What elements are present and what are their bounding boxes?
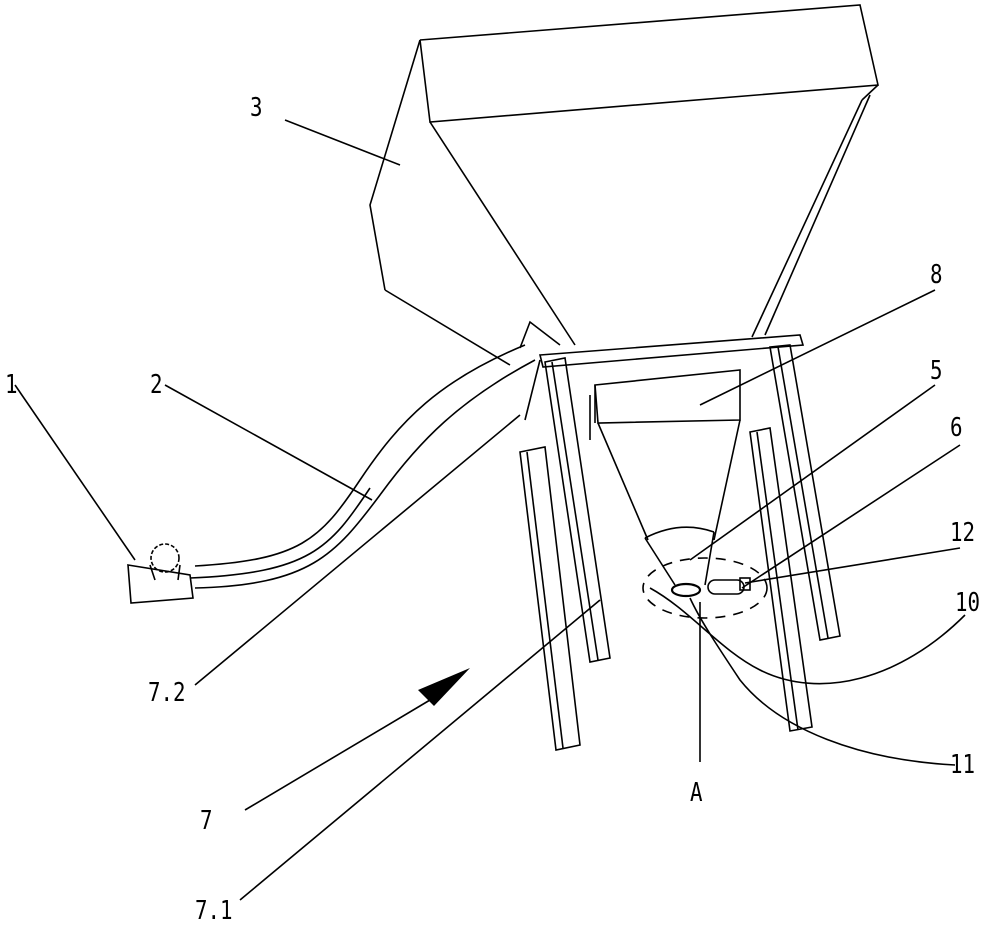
- label-5: 5: [930, 358, 943, 384]
- hopper: [370, 5, 878, 365]
- motor: [128, 544, 193, 603]
- label-A: A: [690, 780, 703, 806]
- label-7-1: 7.1: [195, 898, 233, 924]
- leader-lines: [15, 120, 965, 900]
- label-7: 7: [200, 808, 213, 834]
- label-1: 1: [5, 372, 18, 398]
- label-10: 10: [955, 590, 980, 616]
- label-7-2: 7.2: [148, 680, 186, 706]
- detail-a-circle: [643, 558, 767, 618]
- label-8: 8: [930, 262, 943, 288]
- label-11: 11: [950, 752, 975, 778]
- label-2: 2: [150, 372, 163, 398]
- label-12: 12: [950, 520, 975, 546]
- frame: [520, 335, 840, 750]
- label-6: 6: [950, 415, 963, 441]
- label-3: 3: [250, 95, 263, 121]
- bin-and-cone: [590, 370, 750, 596]
- feed-pipe: [190, 345, 535, 588]
- direction-arrow: [418, 668, 470, 706]
